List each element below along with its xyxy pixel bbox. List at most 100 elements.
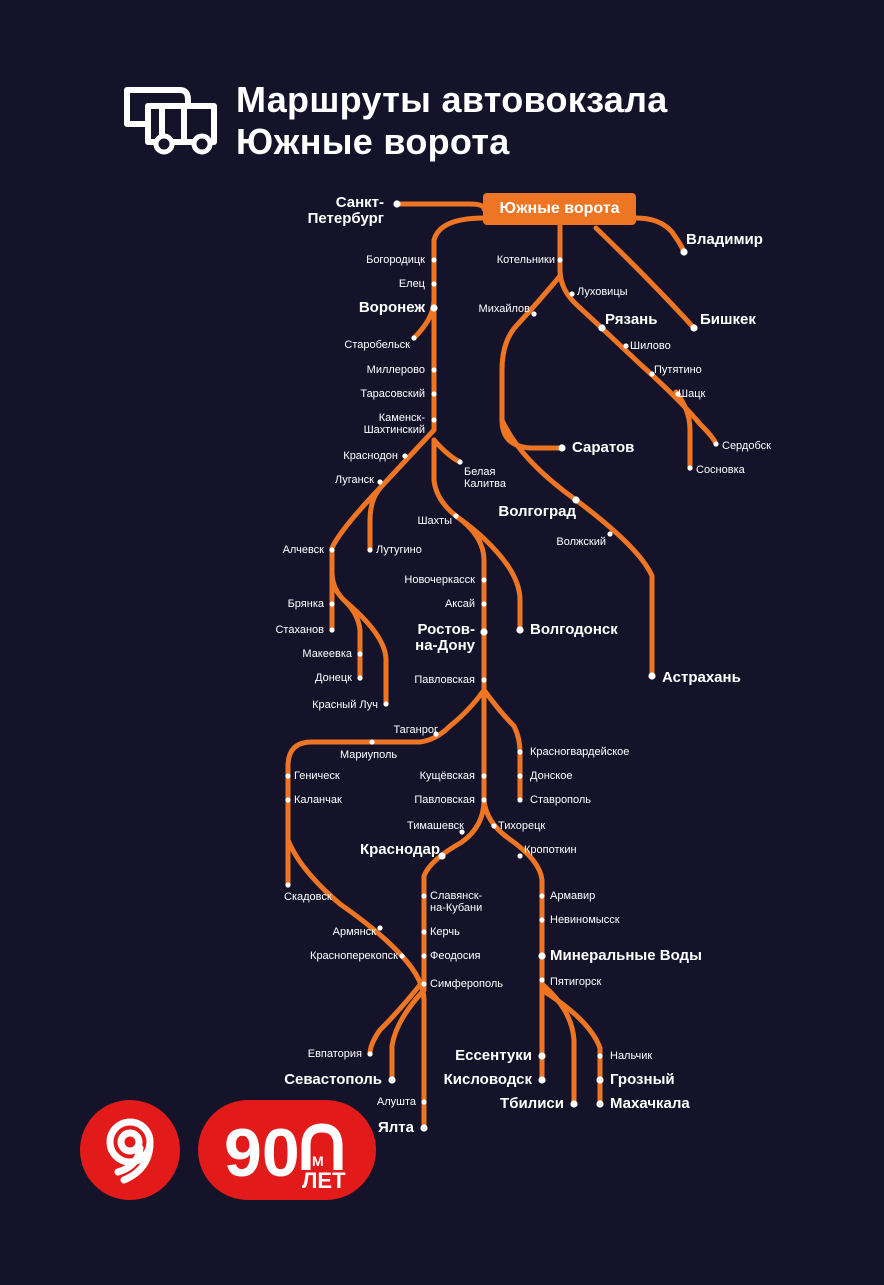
station-dot-volgodonsk <box>516 626 524 634</box>
route-line-stavropol-branch <box>481 687 523 803</box>
station-dot-grozny <box>596 1076 604 1084</box>
badge-ninety: 90 <box>224 1115 300 1191</box>
station-label-tarasovsky: Тарасовский <box>360 388 425 400</box>
station-label-kropotkin: Кропоткин <box>524 844 577 856</box>
route-line-caucasus <box>481 797 545 1083</box>
route-line-krasny-luch <box>343 599 389 707</box>
station-label-millerovo: Миллерово <box>366 364 425 376</box>
station-dot-alushta <box>421 1099 427 1105</box>
station-label-nevinnomyssk: Невиномысск <box>550 914 620 926</box>
station-label-skadovsk: Скадовск <box>284 891 332 903</box>
station-label-feodosia: Феодосия <box>430 950 481 962</box>
station-label-elets: Елец <box>398 278 425 290</box>
badge-m: М <box>312 1153 324 1169</box>
station-dot-nevinnomyssk <box>539 917 545 923</box>
station-dot-mariupol <box>369 739 375 745</box>
station-dot-taganrog <box>433 731 439 737</box>
station-label-nalchik: Нальчик <box>610 1050 653 1062</box>
station-label-shakhty: Шахты <box>417 515 452 527</box>
station-label-sosnovka: Сосновка <box>696 464 745 476</box>
station-dot-lukhovitsy <box>569 291 575 297</box>
route-line-tbilisi <box>539 981 577 1107</box>
station-label-aksai: Аксай <box>444 598 475 610</box>
station-dot-kushchevskaya <box>481 773 487 779</box>
station-label-genichesk: Геническ <box>294 770 340 782</box>
station-dot-krasnodar <box>438 852 446 860</box>
station-label-starobelsk: Старобельск <box>344 339 410 351</box>
station-label-volgodonsk: Волгодонск <box>530 621 618 638</box>
station-dot-volzhsky <box>607 531 613 537</box>
station-label-min-vody: Минеральные Воды <box>550 947 702 964</box>
station-dot-krasnodon <box>402 453 408 459</box>
station-dot-shilovo <box>623 343 629 349</box>
station-label-yalta: Ялта <box>378 1119 414 1136</box>
station-label-lutugino: Лутугино <box>376 544 422 556</box>
station-label-kushchevskaya: Кущёвская <box>419 770 475 782</box>
station-dot-aksai <box>481 601 487 607</box>
station-dot-makeevka <box>357 651 363 657</box>
station-label-donetsk: Донецк <box>315 672 352 684</box>
station-label-volzhsky: Волжский <box>556 536 606 548</box>
station-dot-volgograd <box>572 496 580 504</box>
station-label-krasnodar: Краснодар <box>359 841 440 858</box>
station-label-krasny-luch: Красный Луч <box>312 699 378 711</box>
station-dot-tarasovsky <box>431 391 437 397</box>
station-label-makhachkala: Махачкала <box>610 1095 690 1112</box>
station-dot-essentuki <box>538 1052 546 1060</box>
station-label-bryanka: Брянка <box>287 598 324 610</box>
station-label-makeevka: Макеевка <box>302 648 352 660</box>
station-dot-pyatigorsk <box>539 977 545 983</box>
station-dot-stakhanov <box>329 627 335 633</box>
station-dot-kalanchak <box>285 797 291 803</box>
route-line-voronezh-starobelsk <box>411 297 437 341</box>
station-dot-bishkek <box>690 324 698 332</box>
route-line-volgodonsk <box>453 513 523 633</box>
route-line-sevastopol <box>389 987 427 1083</box>
page-title-line-1: Маршруты автовокзала <box>236 79 668 120</box>
station-dot-shatsk <box>675 391 681 397</box>
metro-logo-icon <box>80 1100 180 1200</box>
route-line-vladimir <box>633 215 687 255</box>
station-label-alchevsk: Алчевск <box>282 544 324 556</box>
station-label-tikhoretsk: Тихорецк <box>498 820 546 832</box>
station-label-simferopol: Симферополь <box>430 978 504 990</box>
route-line-taganrog <box>285 687 487 888</box>
station-label-timashevsk: Тимашевск <box>406 820 464 832</box>
station-dot-rostov <box>480 628 488 636</box>
station-label-putyatino: Путятино <box>654 364 702 376</box>
station-dot-timashevsk <box>459 829 465 835</box>
station-label-astrakhan: Астрахань <box>662 669 741 686</box>
route-line-kherson <box>285 837 427 1131</box>
station-label-voronezh: Воронеж <box>358 299 425 316</box>
station-dot-putyatino <box>649 371 655 377</box>
station-label-kamensk: Каменск-Шахтинский <box>363 412 425 436</box>
station-dot-shakhty <box>453 513 459 519</box>
station-dot-vladimir <box>680 248 688 256</box>
station-dot-armyansk <box>377 925 383 931</box>
station-label-tbilisi: Тбилиси <box>500 1095 564 1112</box>
station-dot-lutugino <box>367 547 373 553</box>
station-label-ryazan: Рязань <box>605 311 658 328</box>
station-label-novocherkassk: Новочеркасск <box>404 574 475 586</box>
station-label-pavlovskaya2: Павловская <box>414 794 475 806</box>
station-dot-tikhoretsk <box>491 823 497 829</box>
station-label-donskoe: Донское <box>530 770 573 782</box>
station-dot-starobelsk <box>411 335 417 341</box>
station-dot-tbilisi <box>570 1100 578 1108</box>
station-label-lugansk: Луганск <box>334 474 374 486</box>
station-dot-krasny-luch <box>383 701 389 707</box>
station-label-alushta: Алушта <box>376 1096 416 1108</box>
station-label-essentuki: Ессентуки <box>455 1047 532 1064</box>
station-label-spb: Санкт-Петербург <box>307 194 384 227</box>
route-line-belaya-kalitva <box>431 437 463 465</box>
route-line-bishkek <box>593 225 697 331</box>
station-label-vladimir: Владимир <box>686 231 763 248</box>
station-dot-astrakhan <box>648 672 656 680</box>
station-dot-spb <box>393 200 401 208</box>
station-dot-saratov <box>558 444 566 452</box>
station-dot-pavlovskaya2 <box>481 797 487 803</box>
badge-let: ЛЕТ <box>302 1168 346 1193</box>
station-label-krasnogvardeyskoe: Красногвардейское <box>530 746 630 758</box>
station-label-krasnoperekopsk: Красноперекопск <box>310 950 398 962</box>
